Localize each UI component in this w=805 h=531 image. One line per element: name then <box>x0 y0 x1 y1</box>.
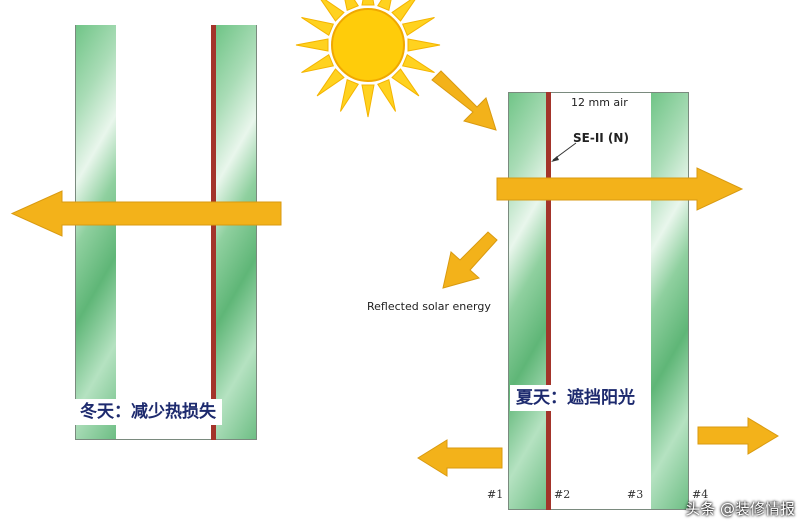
sun-icon <box>295 0 441 118</box>
transmitted-solar-arrow <box>496 167 744 211</box>
bottom-right-arrow <box>697 417 779 455</box>
winter-inner-pane <box>216 25 257 440</box>
surface-label-2: #2 <box>554 488 571 501</box>
winter-outer-pane <box>75 25 116 440</box>
incoming-sun-arrow <box>431 70 497 131</box>
winter-caption: 冬天：减少热损失 <box>74 399 222 425</box>
surface-label-3: #3 <box>627 488 644 501</box>
reflected-solar-arrow <box>442 231 498 289</box>
watermark: 头条 @装修情报 <box>685 500 795 518</box>
surface-label-4: #4 <box>692 488 709 501</box>
summer-inner-pane <box>651 92 689 510</box>
bottom-left-arrow <box>417 439 503 477</box>
coating-label: SE-II (N) <box>573 131 629 145</box>
air-gap-label: 12 mm air <box>571 96 628 109</box>
winter-low-e-coating <box>211 25 216 440</box>
reflected-solar-label: Reflected solar energy <box>367 300 491 313</box>
surface-label-1: #1 <box>487 488 504 501</box>
summer-frame <box>508 92 689 510</box>
winter-heat-loss-arrow <box>10 190 282 237</box>
coating-pointer-head <box>551 156 559 162</box>
summer-low-e-coating <box>546 92 551 510</box>
winter-frame <box>75 25 257 440</box>
summer-outer-pane <box>508 92 548 510</box>
summer-caption: 夏天：遮挡阳光 <box>510 385 641 411</box>
